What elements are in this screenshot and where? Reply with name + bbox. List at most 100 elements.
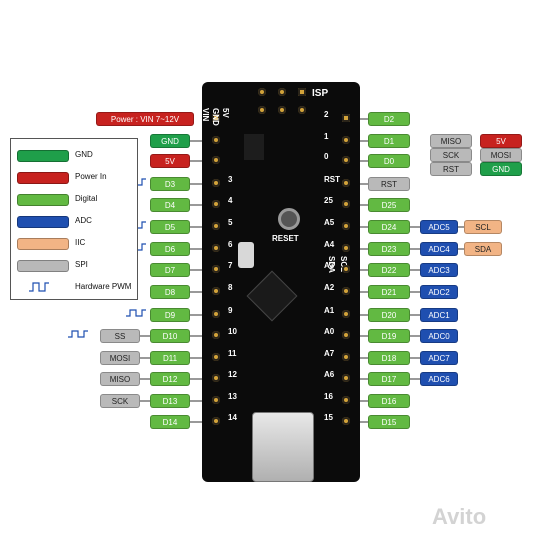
board-pin-label: A0 <box>324 327 335 336</box>
header-pad <box>342 265 350 273</box>
header-pad <box>212 156 220 164</box>
header-pad <box>258 106 266 114</box>
pin-label-sck: SCK <box>100 394 140 408</box>
board-pin-label: 1 <box>324 132 329 141</box>
board-power-label: VIN <box>201 108 210 122</box>
board-pin-number: 9 <box>228 306 233 315</box>
pin-label-d5: D5 <box>150 220 190 234</box>
header-pad <box>258 88 266 96</box>
pin-label-d18: D18 <box>368 351 410 365</box>
header-pad <box>342 396 350 404</box>
header-pad <box>342 136 350 144</box>
pin-label-adc2: ADC2 <box>420 285 458 299</box>
board-pin-number: 7 <box>228 261 233 270</box>
legend-swatch <box>17 216 69 228</box>
watermark-logo: Avito <box>432 504 487 529</box>
header-pad <box>342 114 350 122</box>
pin-label-miso: MISO <box>430 134 472 148</box>
pin-label-rst: RST <box>430 162 472 176</box>
board-pin-label: 2 <box>324 110 329 119</box>
header-pad <box>342 374 350 382</box>
header-pad <box>278 106 286 114</box>
pin-label-d4: D4 <box>150 198 190 212</box>
header-pad <box>342 222 350 230</box>
header-pad <box>212 114 220 122</box>
pin-label-d19: D19 <box>368 329 410 343</box>
legend-row: GND <box>11 147 139 167</box>
pin-label-ss: SS <box>100 329 140 343</box>
header-pad <box>212 265 220 273</box>
pwm-icon <box>68 330 88 338</box>
pin-label-d16: D16 <box>368 394 410 408</box>
pin-label-5v: 5V <box>480 134 522 148</box>
reset-button[interactable] <box>278 208 300 230</box>
pin-label-sck: SCK <box>430 148 472 162</box>
header-pad <box>212 374 220 382</box>
board-pin-label: 25 <box>324 196 333 205</box>
board-pin-number: 11 <box>228 349 237 358</box>
pin-label-d14: D14 <box>150 415 190 429</box>
legend-row: Hardware PWM <box>11 279 139 299</box>
pin-label-power-vin-7-12v: Power : VIN 7~12V <box>96 112 194 126</box>
board-pin-label: 15 <box>324 413 333 422</box>
pin-label-adc5: ADC5 <box>420 220 458 234</box>
pin-label-miso: MISO <box>100 372 140 386</box>
legend-swatch <box>17 260 69 272</box>
pin-label-adc4: ADC4 <box>420 242 458 256</box>
pin-label-d8: D8 <box>150 285 190 299</box>
pin-label-gnd: GND <box>150 134 190 148</box>
board-pin-number: 3 <box>228 175 233 184</box>
pin-label-adc1: ADC1 <box>420 308 458 322</box>
pin-label-d7: D7 <box>150 263 190 277</box>
pin-label-adc3: ADC3 <box>420 263 458 277</box>
pin-label-d24: D24 <box>368 220 410 234</box>
header-pad <box>212 331 220 339</box>
legend-swatch <box>17 172 69 184</box>
header-pad <box>212 396 220 404</box>
pin-label-d3: D3 <box>150 177 190 191</box>
board-pin-number: 10 <box>228 327 237 336</box>
pin-label-d17: D17 <box>368 372 410 386</box>
board-pin-label: A5 <box>324 218 335 227</box>
header-pad <box>342 417 350 425</box>
legend-label: Power In <box>75 172 107 181</box>
header-pad <box>298 88 306 96</box>
isp-label: ISP <box>312 88 329 99</box>
pin-label-d15: D15 <box>368 415 410 429</box>
legend-row: ADC <box>11 213 139 233</box>
board-pin-label: A2 <box>324 283 335 292</box>
usb-connector <box>252 412 314 482</box>
header-pad <box>212 310 220 318</box>
pin-label-d20: D20 <box>368 308 410 322</box>
board-pin-number: 14 <box>228 413 237 422</box>
header-pad <box>298 106 306 114</box>
board-pin-number: 6 <box>228 240 233 249</box>
pin-label-d9: D9 <box>150 308 190 322</box>
pin-label-d1: D1 <box>368 134 410 148</box>
crystal <box>238 242 254 268</box>
legend-label: ADC <box>75 216 92 225</box>
pin-label-sda: SDA <box>464 242 502 256</box>
pin-label-d11: D11 <box>150 351 190 365</box>
pin-label-d13: D13 <box>150 394 190 408</box>
board-pin-label: 16 <box>324 392 333 401</box>
header-pad <box>278 88 286 96</box>
board-pin-number: 13 <box>228 392 237 401</box>
header-pad <box>212 244 220 252</box>
pin-label-d23: D23 <box>368 242 410 256</box>
header-pad <box>342 331 350 339</box>
voltage-regulator <box>244 134 264 160</box>
legend-row: Digital <box>11 191 139 211</box>
header-pad <box>342 310 350 318</box>
pin-label-d10: D10 <box>150 329 190 343</box>
legend-label: Hardware PWM <box>75 282 132 291</box>
board-pin-number: 12 <box>228 370 237 379</box>
reset-label: RESET <box>272 234 299 243</box>
legend-row: IIC <box>11 235 139 255</box>
legend-label: GND <box>75 150 93 159</box>
legend-swatch <box>17 194 69 206</box>
board-power-label: GND <box>211 108 220 126</box>
board-pin-number: 8 <box>228 283 233 292</box>
header-pad <box>212 353 220 361</box>
board-pin-number: 5 <box>228 218 233 227</box>
